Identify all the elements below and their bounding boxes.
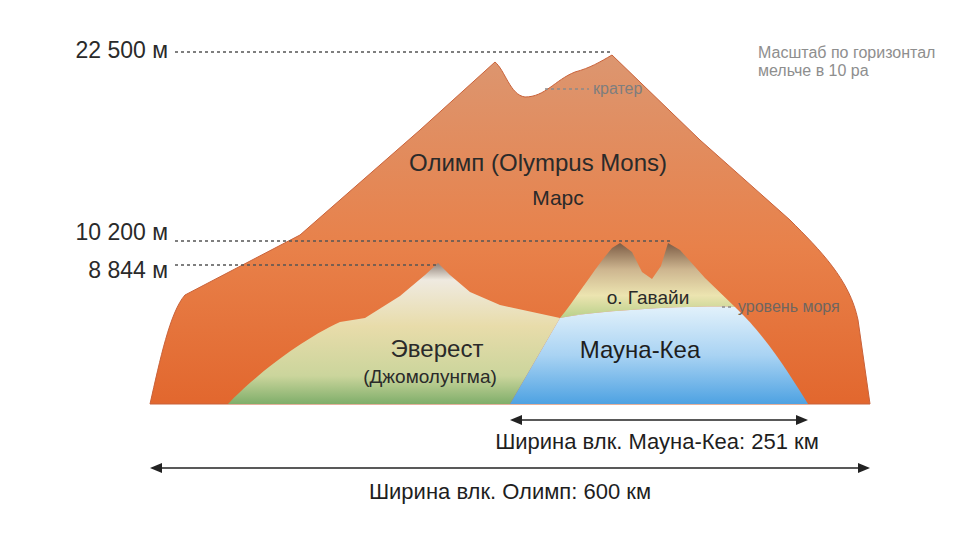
arrow-head (796, 415, 808, 425)
shape-label: (Джомолунгма) (363, 366, 497, 388)
shape-label: Эверест (391, 335, 484, 363)
arrow-head (510, 415, 522, 425)
underwater-volcano-shape: Мауна-Кеа (506, 302, 812, 406)
shape-label: о. Гавайи (607, 287, 690, 309)
shape-label: Олимп (Olympus Mons) (409, 149, 667, 177)
arrow-head (150, 463, 162, 473)
width-dimension (158, 467, 862, 469)
height-value: 8 844 м (88, 257, 168, 283)
width-label: Ширина влк. Олимп: 600 км (369, 479, 651, 504)
height-line (175, 51, 612, 52)
width-label: Ширина влк. Мауна-Кеа: 251 км (495, 429, 819, 454)
height-value: 10 200 м (75, 219, 168, 245)
scale-note: Масштаб по горизонтал мельче в 10 ра (758, 44, 948, 81)
sea-level-label: уровень моря (738, 298, 840, 316)
width-dimension (518, 419, 800, 421)
mountain-shape-path (228, 263, 560, 404)
mountain-shape: Эверест (Джомолунгма) (226, 260, 564, 406)
arrow-head (858, 463, 870, 473)
shape-label: Марс (532, 186, 584, 210)
height-value: 22 500 м (75, 37, 168, 63)
shape-label: Мауна-Кеа (580, 336, 701, 364)
crater-label: кратер (593, 80, 642, 98)
volcano-shape: Олимп (Olympus Mons) МарсЭверест (Джомолун… (148, 48, 874, 406)
underwater-volcano-shape-path (510, 307, 808, 404)
volcano-shape-path (150, 55, 870, 404)
